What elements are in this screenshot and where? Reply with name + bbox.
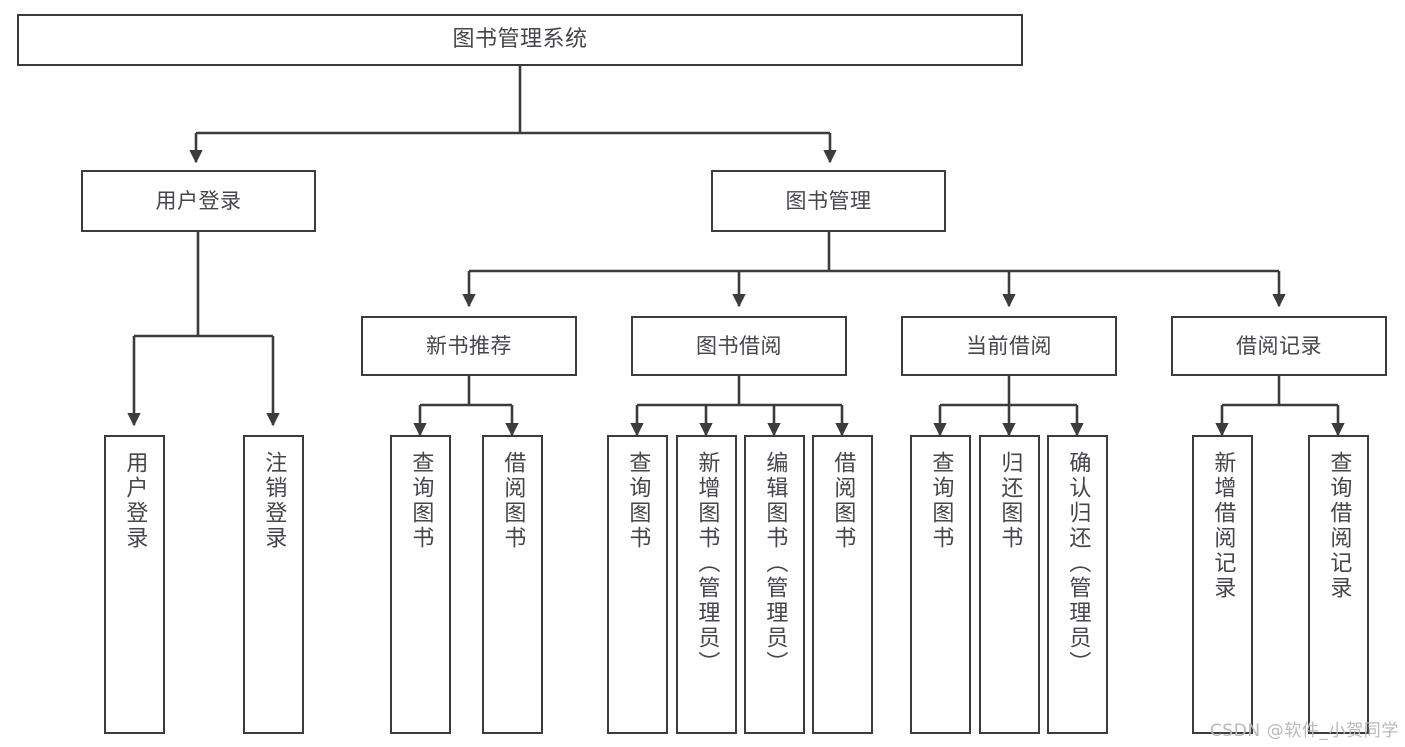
node-user-login[interactable]: 用户登录	[81, 170, 316, 232]
node-label: 归还图书	[997, 451, 1023, 551]
node-label: 借阅图书	[830, 451, 856, 551]
leaf-borrow-book-recommendation[interactable]: 借阅图书	[482, 435, 543, 734]
node-label: 注销登录	[261, 451, 287, 551]
node-label: 新增借阅记录	[1210, 451, 1236, 601]
node-label: 借阅记录	[1236, 333, 1322, 358]
node-label: 查询图书	[408, 451, 434, 551]
leaf-query-book-recommendation[interactable]: 查询图书	[390, 435, 451, 734]
leaf-query-borrow-record[interactable]: 查询借阅记录	[1308, 435, 1369, 734]
node-label: 查询图书	[625, 451, 651, 551]
leaf-query-book-borrow[interactable]: 查询图书	[607, 435, 668, 734]
leaf-user-login[interactable]: 用户登录	[104, 435, 165, 734]
leaf-add-borrow-record[interactable]: 新增借阅记录	[1192, 435, 1253, 734]
csdn-watermark: CSDN @软件_小贺同学	[1209, 721, 1399, 741]
leaf-borrow-book[interactable]: 借阅图书	[812, 435, 873, 734]
leaf-confirm-return-admin[interactable]: 确认归还（管理员）	[1047, 435, 1108, 734]
leaf-add-book-admin[interactable]: 新增图书（管理员）	[676, 435, 737, 734]
node-label: 新增图书（管理员）	[694, 451, 720, 676]
node-label: 编辑图书（管理员）	[762, 451, 788, 676]
node-label: 借阅图书	[500, 451, 526, 551]
node-label: 图书管理	[785, 188, 872, 213]
node-label: 用户登录	[122, 451, 148, 551]
leaf-query-book-current[interactable]: 查询图书	[910, 435, 971, 734]
node-current-borrow[interactable]: 当前借阅	[901, 316, 1117, 376]
leaf-logout[interactable]: 注销登录	[243, 435, 304, 734]
node-label: 图书管理系统	[452, 27, 588, 53]
node-label: 确认归还（管理员）	[1065, 451, 1091, 676]
node-label: 用户登录	[155, 188, 242, 213]
node-new-book-recommendation[interactable]: 新书推荐	[361, 316, 577, 376]
leaf-return-book[interactable]: 归还图书	[979, 435, 1040, 734]
node-label: 查询借阅记录	[1326, 451, 1352, 601]
node-label: 图书借阅	[696, 333, 782, 358]
node-borrow-record[interactable]: 借阅记录	[1171, 316, 1387, 376]
node-root-system[interactable]: 图书管理系统	[17, 14, 1023, 66]
node-label: 当前借阅	[966, 333, 1052, 358]
node-label: 新书推荐	[426, 333, 512, 358]
node-book-management[interactable]: 图书管理	[711, 170, 946, 232]
node-label: 查询图书	[928, 451, 954, 551]
leaf-edit-book-admin[interactable]: 编辑图书（管理员）	[744, 435, 805, 734]
node-book-borrow[interactable]: 图书借阅	[631, 316, 847, 376]
